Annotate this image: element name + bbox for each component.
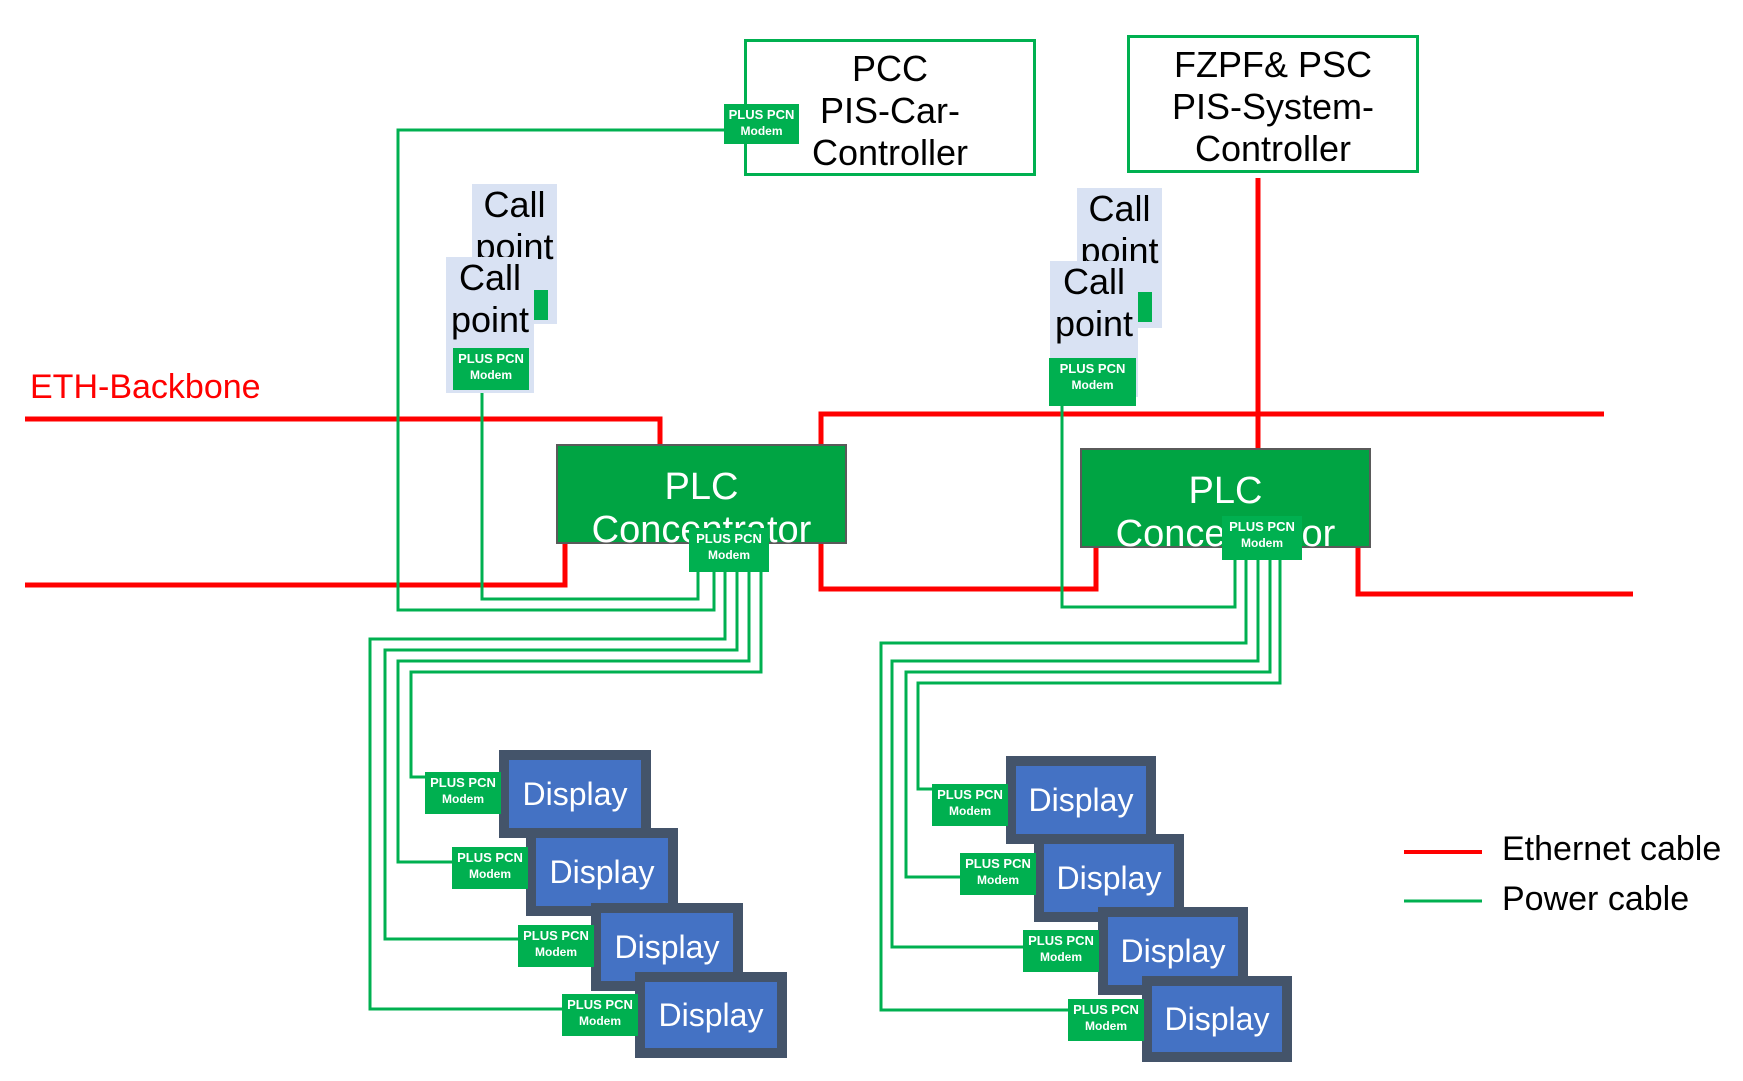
call-point-left-back-modem-edge xyxy=(530,290,548,320)
power-display-r4 xyxy=(879,560,1248,1012)
call-point-label: Call xyxy=(483,184,546,225)
display-left-1: Display xyxy=(499,750,651,838)
power-callpoint-right xyxy=(1060,405,1237,609)
backbone-link-middle xyxy=(818,544,1099,592)
backbone-lower-right xyxy=(1355,548,1633,597)
call-point-label: Call xyxy=(458,257,521,298)
psc-controller-box: FZPF& PSC PIS-System- Controller xyxy=(1127,35,1419,173)
modem-sublabel: Modem xyxy=(579,1014,621,1028)
display-screen: Display xyxy=(1044,844,1174,912)
power-display-l4 xyxy=(368,572,727,1011)
pcc-controller-box: PCC PIS-Car- Controller xyxy=(744,39,1036,176)
power-display-l1 xyxy=(409,572,763,779)
modem-label: PLUS PCN xyxy=(458,351,524,366)
modem-label: PLUS PCN xyxy=(523,928,589,943)
modem-sublabel: Modem xyxy=(708,548,750,562)
modem-sublabel: Modem xyxy=(740,124,783,138)
display-right-1-modem: PLUS PCN Modem xyxy=(932,784,1008,826)
call-point-sublabel: point xyxy=(1054,303,1134,344)
display-left-2: Display xyxy=(526,828,678,916)
display-right-3-modem: PLUS PCN Modem xyxy=(1023,930,1099,972)
power-callpoint-left xyxy=(480,390,700,601)
call-point-left-modem: PLUS PCN Modem xyxy=(453,348,529,390)
call-point-label: Call xyxy=(1062,261,1125,302)
modem-label: PLUS PCN xyxy=(457,850,523,865)
backbone-upper-right xyxy=(818,411,1604,444)
psc-subtitle: PIS-System- xyxy=(1171,86,1375,127)
power-display-l2 xyxy=(396,572,751,864)
display-left-4-modem: PLUS PCN Modem xyxy=(562,994,638,1036)
display-left-1-modem: PLUS PCN Modem xyxy=(425,772,501,814)
display-left-2-modem: PLUS PCN Modem xyxy=(452,847,528,889)
modem-sublabel: Modem xyxy=(949,804,991,818)
psc-subtitle-2: Controller xyxy=(1194,128,1352,169)
backbone-upper-left xyxy=(25,416,663,446)
display-screen: Display xyxy=(1152,986,1282,1052)
pcc-modem: PLUS PCN Modem xyxy=(724,104,799,144)
display-right-2-modem: PLUS PCN Modem xyxy=(960,853,1036,895)
modem-label: PLUS PCN xyxy=(728,107,795,122)
modem-sublabel: Modem xyxy=(1241,536,1283,550)
modem-label: PLUS PCN xyxy=(1229,519,1295,534)
display-screen: Display xyxy=(509,760,641,828)
concentrator-right-modem: PLUS PCN Modem xyxy=(1222,516,1302,560)
concentrator-left-modem: PLUS PCN Modem xyxy=(689,528,769,572)
modem-label: PLUS PCN xyxy=(1028,933,1094,948)
modem-label: PLUS PCN xyxy=(567,997,633,1012)
power-display-r2 xyxy=(904,560,1272,879)
plc-concentrator-left: PLC Concentrator xyxy=(556,444,847,551)
backbone-lower-left xyxy=(25,544,568,588)
display-right-4-modem: PLUS PCN Modem xyxy=(1068,999,1144,1041)
modem-label: PLUS PCN xyxy=(1059,361,1126,376)
call-point-right-back-modem-edge xyxy=(1134,292,1152,322)
modem-label: PLUS PCN xyxy=(696,531,762,546)
display-right-1: Display xyxy=(1006,756,1156,844)
ethernet-cables xyxy=(25,178,1633,597)
modem-sublabel: Modem xyxy=(1071,378,1114,392)
modem-label: PLUS PCN xyxy=(965,856,1031,871)
display-left-4: Display xyxy=(635,972,787,1058)
legend-ethernet-label: Ethernet cable xyxy=(1502,830,1722,868)
power-pcc-left xyxy=(396,128,727,612)
modem-sublabel: Modem xyxy=(1040,950,1082,964)
power-display-r3 xyxy=(890,560,1260,949)
display-screen: Display xyxy=(601,913,733,981)
call-point-label: Call xyxy=(1088,188,1151,229)
pcc-subtitle-2: Controller xyxy=(811,132,969,173)
display-left-3-modem: PLUS PCN Modem xyxy=(518,925,594,967)
display-screen: Display xyxy=(645,982,777,1048)
display-screen: Display xyxy=(1108,917,1238,985)
pcc-subtitle: PIS-Car- xyxy=(819,90,960,131)
power-display-r1 xyxy=(916,560,1282,791)
modem-label: PLUS PCN xyxy=(937,787,1003,802)
modem-label: PLUS PCN xyxy=(1073,1002,1139,1017)
legend-power-label: Power cable xyxy=(1502,880,1690,918)
pcc-title: PCC xyxy=(851,48,928,89)
modem-sublabel: Modem xyxy=(977,873,1019,887)
modem-sublabel: Modem xyxy=(535,945,577,959)
psc-title: FZPF& PSC xyxy=(1173,44,1373,85)
display-screen: Display xyxy=(536,838,668,906)
modem-sublabel: Modem xyxy=(1085,1019,1127,1033)
display-screen: Display xyxy=(1016,766,1146,834)
power-display-l3 xyxy=(383,572,739,941)
call-point-right-modem: PLUS PCN Modem xyxy=(1049,358,1136,406)
call-point-sublabel: point xyxy=(450,299,530,340)
modem-sublabel: Modem xyxy=(442,792,484,806)
backbone-label: ETH-Backbone xyxy=(30,368,261,406)
modem-label: PLUS PCN xyxy=(430,775,496,790)
display-right-4: Display xyxy=(1142,976,1292,1062)
modem-sublabel: Modem xyxy=(469,867,511,881)
power-cables xyxy=(368,128,1282,1012)
modem-sublabel: Modem xyxy=(470,368,512,382)
